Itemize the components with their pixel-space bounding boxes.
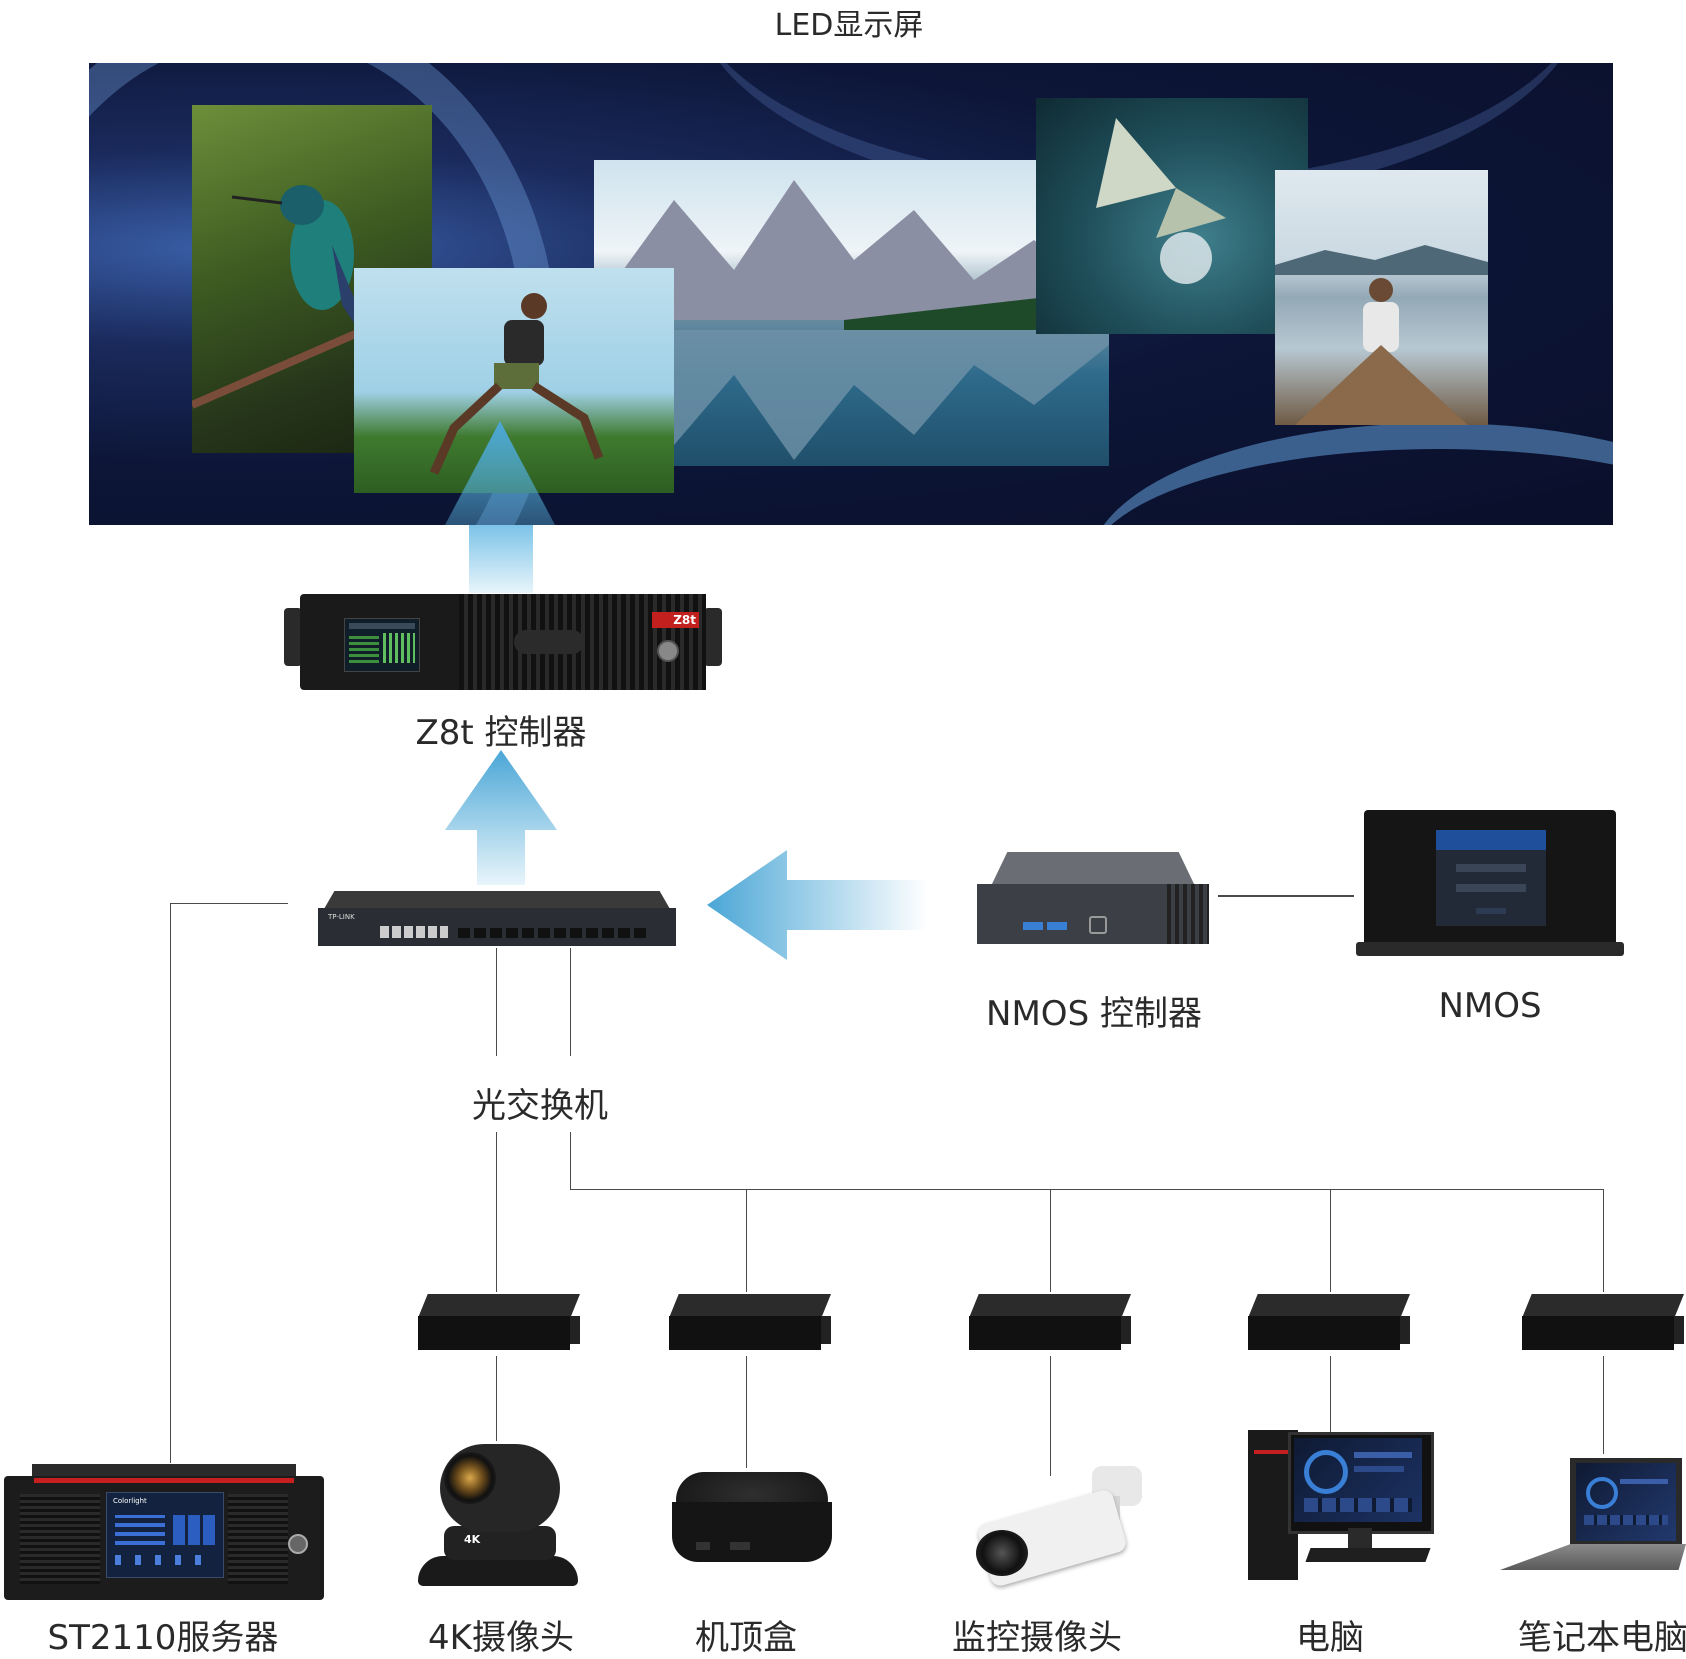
arrow-shaft-z8t-to-screen	[469, 525, 533, 593]
link-bus-enc2	[746, 1189, 747, 1292]
nmos-label: NMOS	[1438, 986, 1542, 1026]
link-switch-st2110-v	[170, 903, 171, 1463]
sfp-ports	[458, 928, 648, 938]
cctv-label: 监控摄像头	[952, 1618, 1122, 1658]
encoder-box	[669, 1294, 831, 1352]
link-bus-enc4	[1330, 1189, 1331, 1292]
cam4k-label: 4K摄像头	[428, 1618, 574, 1658]
link-enc2-stb	[746, 1356, 747, 1468]
laptop-device	[1500, 1458, 1686, 1578]
tablet-screen	[1436, 830, 1546, 926]
power-knob-icon[interactable]	[657, 640, 679, 662]
link-bus-enc5	[1603, 1189, 1604, 1292]
pc-screen	[1294, 1438, 1422, 1522]
encoder-box	[418, 1294, 580, 1352]
link-switch-down-right-a	[570, 948, 571, 1056]
link-nmos-controller-tablet	[1218, 895, 1354, 897]
arrow-up-into-screen	[445, 421, 555, 525]
nmos-controller-device	[977, 852, 1209, 954]
link-bus-enc3	[1050, 1189, 1051, 1292]
link-enc1-cam	[496, 1356, 497, 1441]
encoder-box	[969, 1294, 1131, 1352]
led-screen-title: LED显示屏	[774, 8, 924, 43]
arrow-nmos-to-switch	[707, 850, 927, 960]
link-enc4-pc	[1330, 1356, 1331, 1434]
laptop-screen	[1576, 1463, 1676, 1541]
power-knob-icon[interactable]	[288, 1534, 308, 1554]
ptz-camera-device: 4K	[414, 1440, 584, 1590]
tplink-logo: TP-LINK	[328, 913, 355, 921]
z8t-badge: Z8t	[652, 612, 699, 628]
set-top-box-device	[672, 1472, 832, 1572]
keyboard	[1305, 1548, 1431, 1562]
link-switch-to-enc1	[496, 1132, 497, 1292]
link-enc5-laptop	[1603, 1356, 1604, 1454]
nmos-tablet-device	[1356, 810, 1624, 958]
link-bus-h	[570, 1189, 1604, 1190]
z8t-label: Z8t 控制器	[415, 713, 587, 753]
camera-lens-icon	[444, 1452, 496, 1504]
photo-canoe	[1275, 170, 1488, 425]
st2110-server-device: Colorlight	[4, 1464, 324, 1600]
rj45-ports	[380, 926, 448, 938]
link-switch-st2110-h	[170, 903, 288, 904]
power-button-icon[interactable]	[1089, 916, 1107, 934]
stb-label: 机顶盒	[695, 1618, 797, 1658]
z8t-controller-device: Z8t	[284, 590, 722, 696]
photo-butterfly	[1036, 98, 1308, 334]
link-switch-down-left-a	[496, 948, 497, 1056]
arrow-switch-to-z8t	[445, 750, 557, 885]
link-switch-bus-v	[570, 1132, 571, 1190]
st2110-label: ST2110服务器	[47, 1618, 279, 1658]
camera-4k-badge: 4K	[464, 1533, 481, 1546]
st2110-screen: Colorlight	[106, 1492, 224, 1578]
nmos-controller-label: NMOS 控制器	[986, 994, 1202, 1034]
link-enc3-cctv	[1050, 1356, 1051, 1476]
z8t-port-panel	[514, 630, 584, 654]
pc-label: 电脑	[1296, 1618, 1364, 1658]
optical-switch-device: TP-LINK	[318, 891, 676, 946]
encoder-box	[1248, 1294, 1410, 1352]
led-screen	[89, 63, 1613, 525]
cctv-camera-device	[972, 1466, 1152, 1589]
desktop-pc-device	[1248, 1430, 1434, 1590]
laptop-label: 笔记本电脑	[1518, 1618, 1686, 1658]
z8t-screen	[344, 618, 420, 672]
encoder-box	[1522, 1294, 1684, 1352]
optical-switch-label: 光交换机	[472, 1086, 608, 1126]
cctv-lens-icon	[976, 1530, 1028, 1576]
